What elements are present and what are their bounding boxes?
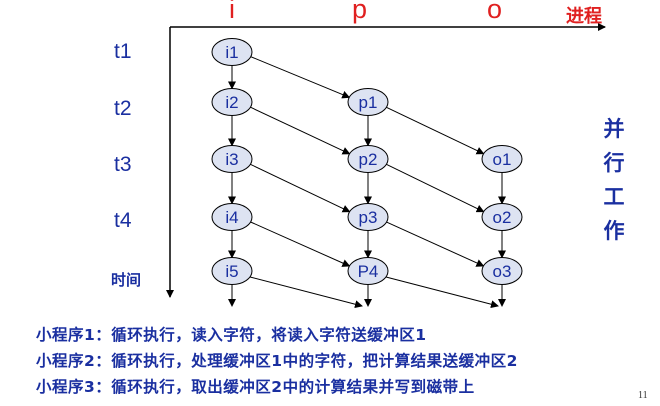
node-i-label: i2 (225, 93, 238, 112)
row-label-t4: t4 (114, 209, 132, 232)
edges (228, 56, 506, 309)
node-p-label: P4 (358, 262, 379, 281)
row-label-t1: t1 (114, 40, 132, 63)
column-header-p: p (352, 0, 368, 24)
p-to-o-arrow (386, 221, 485, 267)
description-line-3: 小程序3：循环执行，取出缓冲区2中的计算结果并写到磁带上 (36, 378, 475, 396)
node-i-label: i1 (225, 43, 238, 62)
node-o-label: o3 (493, 262, 512, 281)
node-o-ellipse (481, 145, 523, 173)
parallel-work-char: 作 (603, 219, 625, 243)
column-header-o: o (487, 0, 503, 24)
node-o-label: o2 (493, 208, 512, 227)
process-axis-label: 进程 (566, 6, 602, 27)
node-o-label: o1 (493, 150, 512, 169)
node-p-label: p3 (359, 208, 378, 227)
row-label-t3: t3 (114, 153, 132, 176)
node-i-label: i3 (225, 150, 238, 169)
node-i-label: i4 (225, 208, 238, 227)
node-p-ellipse (347, 88, 389, 116)
i-to-p-exit-arrow (249, 276, 363, 309)
p-to-o-exit-arrow (385, 276, 499, 309)
p-to-o-arrow (386, 163, 485, 213)
node-i-label: i5 (225, 262, 238, 281)
node-p-ellipse (347, 203, 389, 231)
page-number: 11 (638, 390, 648, 401)
node-p-ellipse (347, 257, 389, 285)
node-i-ellipse (211, 203, 253, 231)
time-axis-label: 时间 (111, 271, 142, 289)
column-header-i: i (229, 0, 235, 24)
i-to-p-arrow (250, 106, 351, 155)
node-i-ellipse (211, 88, 253, 116)
i-to-p-arrow (250, 163, 351, 213)
node-o-ellipse (481, 203, 523, 231)
node-p-label: p2 (359, 150, 378, 169)
i-to-p-arrow (250, 56, 351, 99)
description-line-1: 小程序1：循环执行，读入字符，将读入字符送缓冲区1 (36, 326, 427, 344)
description-line-2: 小程序2：循环执行，处理缓冲区1中的字符，把计算结果送缓冲区2 (36, 352, 518, 370)
node-i-ellipse (211, 257, 253, 285)
node-p-ellipse (347, 145, 389, 173)
parallel-work-char: 行 (603, 151, 625, 175)
node-i-ellipse (211, 38, 253, 66)
node-p-label: p1 (359, 93, 378, 112)
parallel-work-label: 并 行 工 作 (602, 112, 626, 248)
parallel-work-char: 工 (603, 185, 625, 209)
i-to-p-arrow (250, 221, 351, 267)
parallel-work-char: 并 (603, 117, 625, 141)
axes (166, 23, 606, 298)
node-o-ellipse (481, 257, 523, 285)
row-label-t2: t2 (114, 97, 132, 120)
node-i-ellipse (211, 145, 253, 173)
p-to-o-arrow (386, 106, 485, 155)
